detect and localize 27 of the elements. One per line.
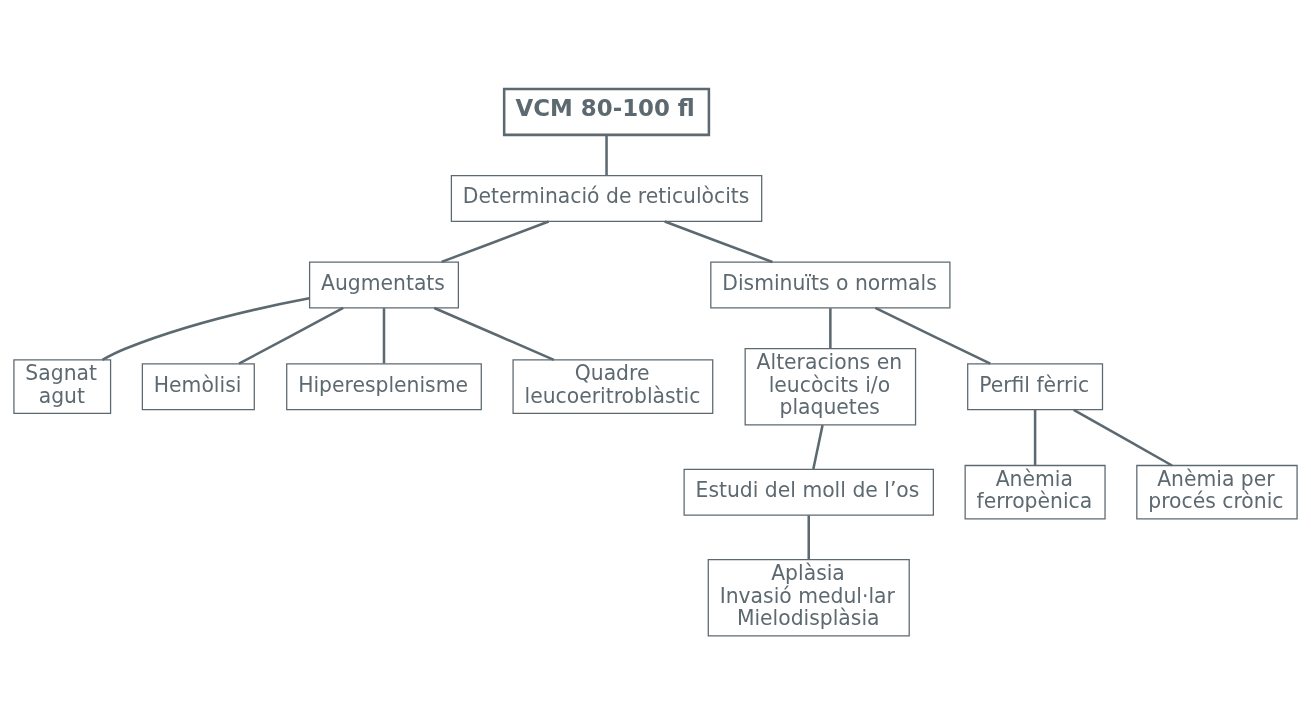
- connector: [664, 220, 773, 264]
- node-box: Hemòlisi: [141, 363, 255, 411]
- node-box: Estudi del moll de l’os: [683, 468, 934, 516]
- node-box: Aplàsia Invasió medul·lar Mielodisplàsia: [707, 558, 910, 637]
- connector: [101, 297, 310, 361]
- node-box: Anèmia per procés crònic: [1136, 464, 1298, 520]
- node-box: Augmentats: [308, 261, 460, 309]
- connector: [812, 424, 824, 470]
- connector: [441, 220, 550, 264]
- connector: [238, 306, 344, 365]
- connector: [807, 515, 810, 560]
- node-box: VCM 80-100 fl: [502, 87, 711, 137]
- node-box: Hiperesplenisme: [286, 363, 482, 411]
- node-box: Sagnat agut: [13, 359, 112, 414]
- connector: [605, 135, 608, 175]
- connector: [1033, 409, 1037, 466]
- node-box: Disminuïts o normals: [710, 261, 951, 309]
- connector: [382, 308, 386, 364]
- connector: [433, 306, 555, 361]
- connector: [829, 308, 832, 349]
- connector: [1073, 408, 1173, 467]
- node-box: Anèmia ferropènica: [964, 464, 1106, 520]
- node-box: Alteracions en leucòcits i/o plaquetes: [744, 347, 917, 426]
- node-box: Quadre leucoeritroblàstic: [512, 359, 714, 414]
- connector: [874, 306, 991, 365]
- node-box: Perfil fèrric: [967, 363, 1104, 411]
- node-box: Determinació de reticulòcits: [450, 174, 763, 222]
